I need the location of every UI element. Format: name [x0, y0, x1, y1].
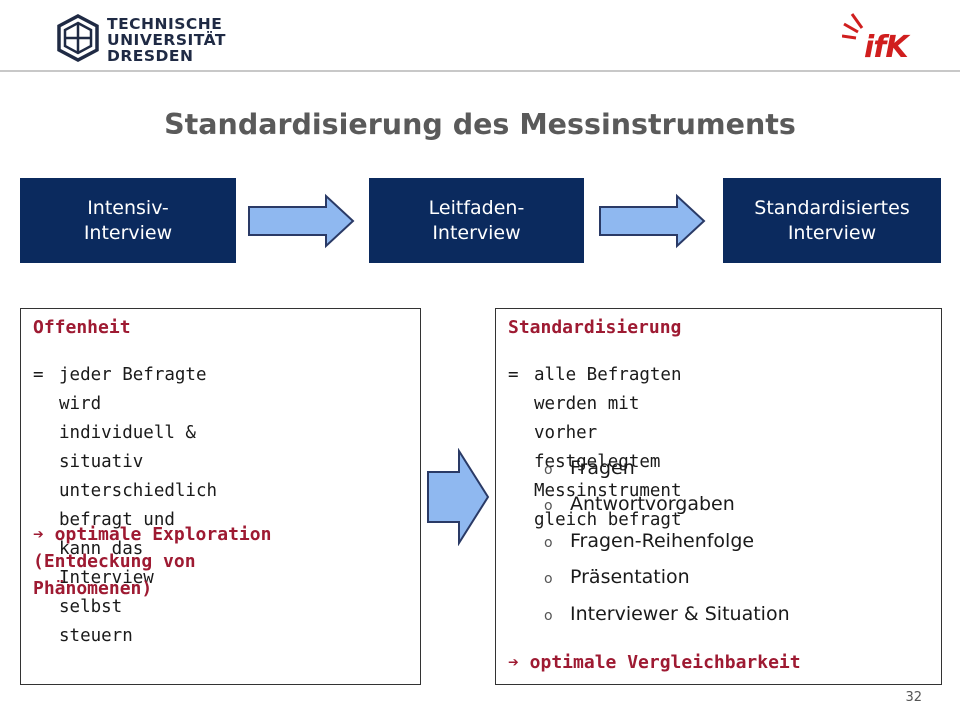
stage-leitfaden-interview: Leitfaden- Interview: [369, 178, 584, 263]
tu-dresden-wordmark: TECHNISCHE UNIVERSITÄT DRESDEN: [107, 16, 226, 64]
bullet-text: Präsentation: [570, 566, 690, 588]
offenheit-heading: Offenheit: [33, 317, 131, 338]
equals-sign: =: [508, 365, 519, 385]
university-line-2: UNIVERSITÄT: [107, 31, 227, 49]
page-title: Standardisierung des Messinstruments: [164, 108, 796, 141]
tu-dresden-emblem-icon: [57, 14, 99, 62]
list-item: o Interviewer & Situation: [544, 603, 790, 625]
list-item: o Antwortvorgaben: [544, 493, 735, 515]
bullet-circle-icon: o: [544, 462, 553, 478]
page-number: 32: [905, 690, 922, 705]
standardisierung-conclusion: ➔ optimale Vergleichbarkeit: [508, 652, 801, 673]
bullet-circle-icon: o: [544, 608, 553, 624]
ifk-rays-icon: [842, 13, 864, 40]
flow-arrow-right-icon: [248, 193, 355, 249]
stage-label: Intensiv- Interview: [83, 196, 173, 244]
tu-dresden-logo: TECHNISCHE UNIVERSITÄT DRESDEN: [55, 14, 265, 68]
list-item: o Fragen: [544, 457, 635, 479]
bullet-circle-icon: o: [544, 498, 553, 514]
stage-label: Leitfaden- Interview: [428, 196, 525, 244]
stage-label: Standardisiertes Interview: [754, 196, 910, 244]
offenheit-definition-text: jeder Befragte wird individuell & situat…: [59, 365, 218, 646]
ifk-logo: ifK: [842, 10, 932, 66]
bullet-text: Interviewer & Situation: [570, 603, 790, 625]
bullet-text: Fragen: [570, 457, 635, 479]
standardisierung-panel: Standardisierung = alle Befragten werden…: [495, 308, 942, 685]
list-item: o Fragen-Reihenfolge: [544, 530, 754, 552]
stage-intensiv-interview: Intensiv- Interview: [20, 178, 236, 263]
stage-standardisiertes-interview: Standardisiertes Interview: [723, 178, 941, 263]
list-item: o Präsentation: [544, 566, 690, 588]
bullet-circle-icon: o: [544, 571, 553, 587]
offenheit-conclusion: ➔ optimale Exploration (Entdeckung von P…: [33, 524, 272, 599]
flow-arrow-right-icon: [427, 448, 490, 546]
university-line-3: DRESDEN: [107, 47, 194, 65]
bullet-text: Antwortvorgaben: [570, 493, 735, 515]
flow-arrow-right-icon: [599, 193, 706, 249]
standardisierung-heading: Standardisierung: [508, 317, 682, 338]
ifk-wordmark: ifK: [864, 30, 909, 65]
bullet-circle-icon: o: [544, 535, 553, 551]
standardisierung-definition-text: alle Befragten werden mit vorher festgel…: [534, 365, 682, 530]
header-divider: [0, 70, 960, 72]
university-line-1: TECHNISCHE: [107, 15, 223, 33]
bullet-text: Fragen-Reihenfolge: [570, 530, 755, 552]
offenheit-panel: Offenheit = jeder Befragte wird individu…: [20, 308, 421, 685]
equals-sign: =: [33, 365, 44, 385]
